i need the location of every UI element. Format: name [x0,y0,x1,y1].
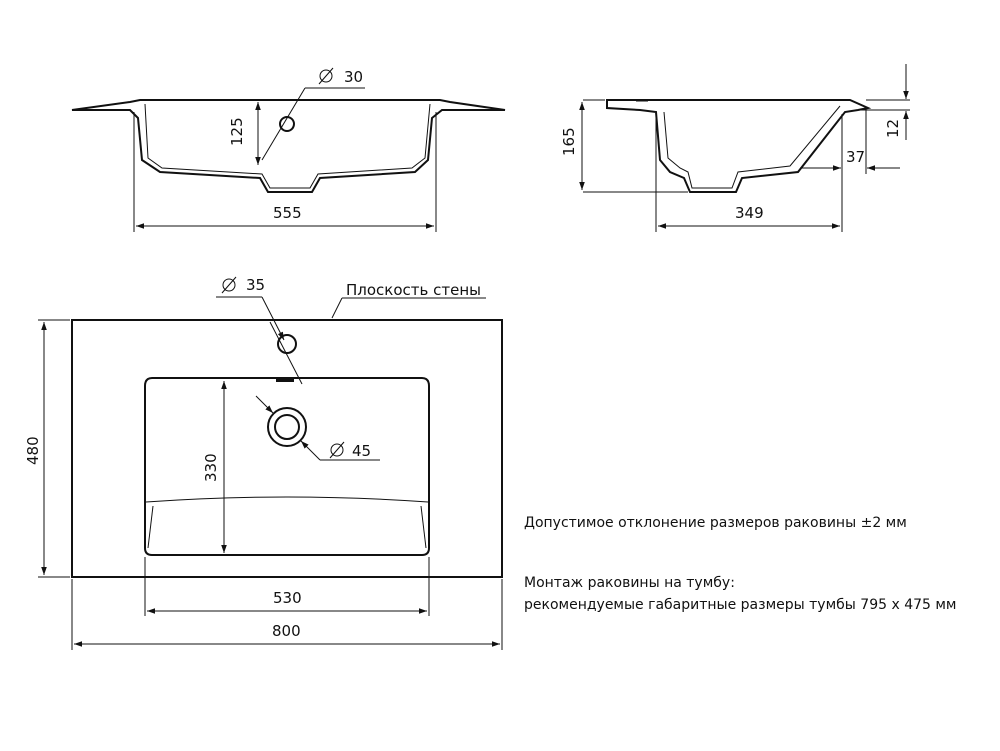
top-tap-hole-arrow [261,296,285,341]
front-width-dim-label: 555 [273,204,302,222]
overflow-slot [276,378,294,382]
diameter-icon-slash [329,441,345,459]
diameter-icon-slash [318,67,334,85]
side-rim-dim-label: 12 [884,119,902,138]
wall-plane-label: Плоскость стены [346,281,481,299]
drain-dim-arrow-bottom [300,440,321,461]
diameter-icon-slash [221,276,237,294]
side-height-dim-label: 165 [560,127,578,156]
wall-plane-leader [331,297,343,319]
drain-dim-label: 45 [352,442,371,460]
drain-outer-circle [267,407,307,447]
side-inner-wall [663,105,841,189]
mounting-note-title: Монтаж раковины на тумбу: [524,575,735,591]
side-sink-outline [606,99,872,193]
tolerance-note: Допустимое отклонение размеров раковины … [524,515,907,531]
front-hole-circle [279,116,295,132]
side-depth-dim-label: 349 [735,204,764,222]
front-height-dim-label: 125 [228,117,246,146]
top-tap-hole-dim-label: 35 [246,276,265,294]
diameter-icon [319,69,333,83]
side-section-view [579,64,910,232]
side-offset-dim-label: 37 [846,148,865,166]
drain-dim-arrow-top [255,395,274,414]
top-bowl-outline [144,377,430,556]
front-section-view [71,67,506,232]
front-hole-dim-label: 30 [344,68,363,86]
top-bowl-corner-right [420,505,427,549]
top-bowl-height-dim-label: 330 [202,453,220,482]
diameter-icon [330,443,344,457]
top-bowl-corner-left [147,505,154,549]
top-outer-outline [71,319,503,578]
mounting-note-size: рекомендуемые габаритные размеры тумбы 7… [524,597,956,613]
front-hole-leader [261,87,306,161]
diameter-icon [222,278,236,292]
top-tap-hole-leader [269,321,303,385]
top-tap-hole-circle [277,334,297,354]
front-sink-outline [71,99,506,193]
front-inner-wall [144,103,431,189]
top-bowl-slope-line [145,496,429,503]
drain-inner-circle [274,414,300,440]
top-total-width-dim-label: 800 [272,622,301,640]
top-plan-view [38,276,503,650]
top-bowl-width-dim-label: 530 [273,589,302,607]
top-total-height-dim-label: 480 [24,436,42,465]
